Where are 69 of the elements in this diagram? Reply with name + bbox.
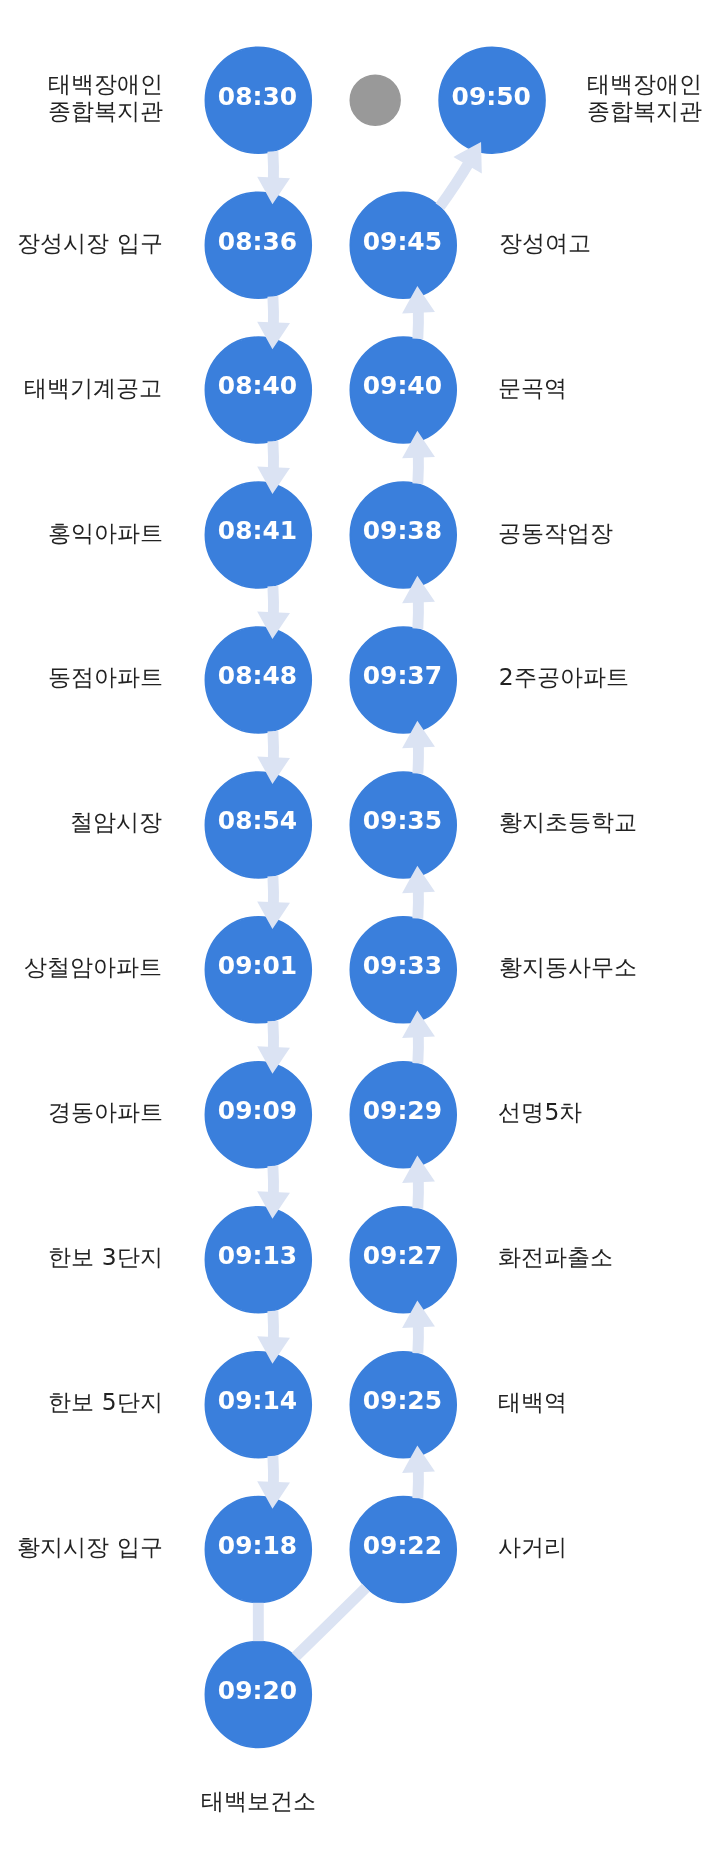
node-label: 공동작업장 [498, 518, 614, 547]
node-circle: 08:36 [204, 191, 313, 299]
node-label: 장성여고 [499, 228, 592, 257]
node-circle: 09:14 [204, 1350, 313, 1459]
node-circle: 09:50 [438, 46, 546, 154]
arrow [402, 285, 435, 340]
node-circle: 09:38 [349, 481, 457, 589]
arrow [402, 865, 435, 919]
arrow [257, 585, 290, 640]
node-label: 태백장애인 종합복지관 [587, 70, 703, 125]
node-circle: 09:35 [349, 771, 457, 879]
node-label: 화전파출소 [498, 1243, 614, 1272]
node-label: 선명5차 [498, 1098, 583, 1127]
node-circle [349, 74, 401, 126]
node-label: 경동아파트 [48, 1098, 164, 1127]
node-circle: 09:33 [349, 916, 457, 1024]
node-circle: 09:37 [349, 626, 457, 734]
node-circle: 09:45 [349, 191, 457, 299]
node-circle: 08:30 [204, 46, 313, 154]
node-circle: 09:01 [204, 916, 313, 1024]
arrow [402, 1300, 435, 1354]
node-circle: 09:29 [349, 1061, 457, 1169]
arrow [257, 1455, 290, 1509]
node-label: 황지동사무소 [499, 953, 638, 982]
node-label: 한보 5단지 [48, 1388, 163, 1417]
node-label: 사거리 [498, 1533, 568, 1562]
arrow [257, 1310, 290, 1364]
arrow [257, 151, 290, 205]
arrow [257, 1020, 290, 1074]
node-circle: 09:18 [204, 1495, 313, 1604]
node-label: 장성시장 입구 [17, 228, 163, 257]
node-circle: 09:27 [349, 1205, 457, 1314]
node-label: 태백보건소 [200, 1787, 316, 1816]
node-label: 동점아파트 [48, 663, 164, 692]
connector [252, 1602, 264, 1642]
node-circle: 08:41 [204, 481, 313, 589]
node-label: 상철암아파트 [24, 953, 163, 982]
node-circle: 09:40 [349, 336, 457, 444]
node-label: 황지시장 입구 [17, 1533, 163, 1562]
arrow [402, 1155, 435, 1209]
node-label: 2주공아파트 [498, 663, 629, 692]
node-circle: 09:13 [204, 1205, 313, 1314]
node-circle: 08:48 [204, 626, 313, 734]
arrow [402, 575, 435, 629]
arrow [257, 296, 290, 350]
arrow [257, 440, 290, 495]
node-label: 문곡역 [498, 373, 568, 402]
arrow [257, 875, 290, 929]
node-circle: 08:54 [204, 771, 313, 879]
node-circle: 09:09 [204, 1061, 313, 1169]
node-label: 황지초등학교 [499, 808, 638, 837]
connector [291, 1583, 370, 1661]
node-circle: 09:22 [349, 1495, 457, 1604]
node-label: 한보 3단지 [48, 1243, 163, 1272]
node-label: 태백역 [498, 1388, 568, 1417]
node-label: 태백장애인 종합복지관 [48, 70, 164, 125]
arrow [402, 1445, 435, 1499]
node-label: 철암시장 [70, 808, 163, 837]
node-circle: 08:40 [204, 336, 313, 444]
arrow [257, 1165, 290, 1219]
arrow [402, 1010, 435, 1064]
arrow [402, 430, 435, 484]
node-circle: 09:20 [204, 1640, 313, 1749]
node-circle: 09:25 [349, 1350, 457, 1459]
arrow [257, 730, 290, 784]
node-label: 홍익아파트 [48, 518, 164, 547]
arrow [435, 141, 482, 210]
node-label: 태백기계공고 [24, 373, 163, 402]
arrow [402, 720, 435, 774]
